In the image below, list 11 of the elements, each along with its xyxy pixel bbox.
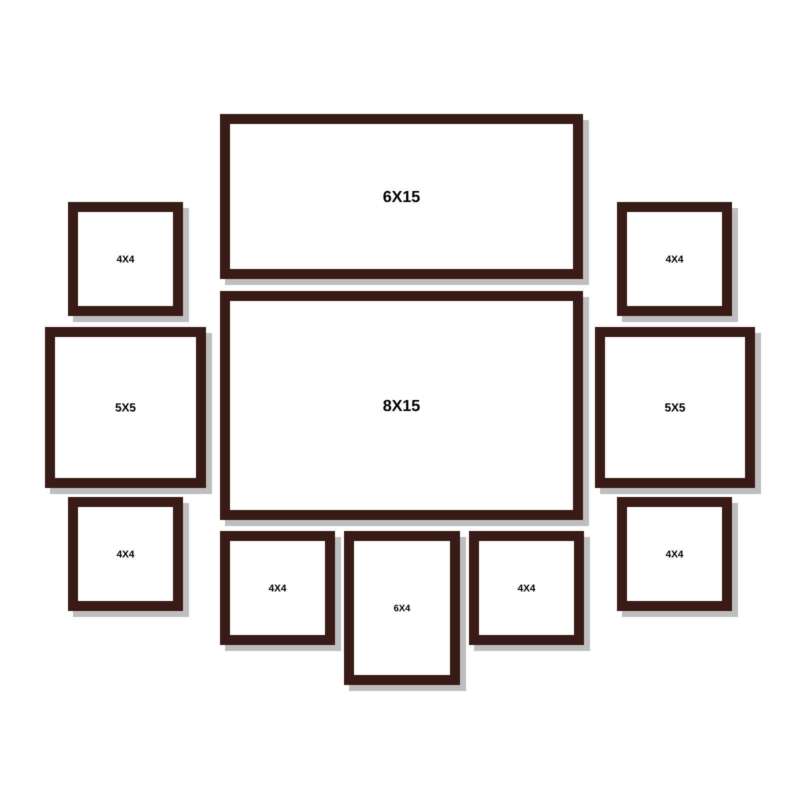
photo-frame: 4X4	[68, 202, 189, 322]
photo-frame: 4X4	[220, 531, 341, 651]
photo-frame: 8X15	[220, 291, 589, 526]
photo-frame: 4X4	[617, 202, 738, 322]
photo-frame: 6X15	[220, 114, 589, 285]
photo-frame: 5X5	[45, 327, 212, 494]
photo-frame: 5X5	[595, 327, 761, 494]
photo-frame: 4X4	[68, 497, 189, 617]
photo-frame: 6X4	[344, 531, 466, 691]
photo-frame: 4X4	[469, 531, 590, 651]
photo-frame: 4X4	[617, 497, 738, 617]
